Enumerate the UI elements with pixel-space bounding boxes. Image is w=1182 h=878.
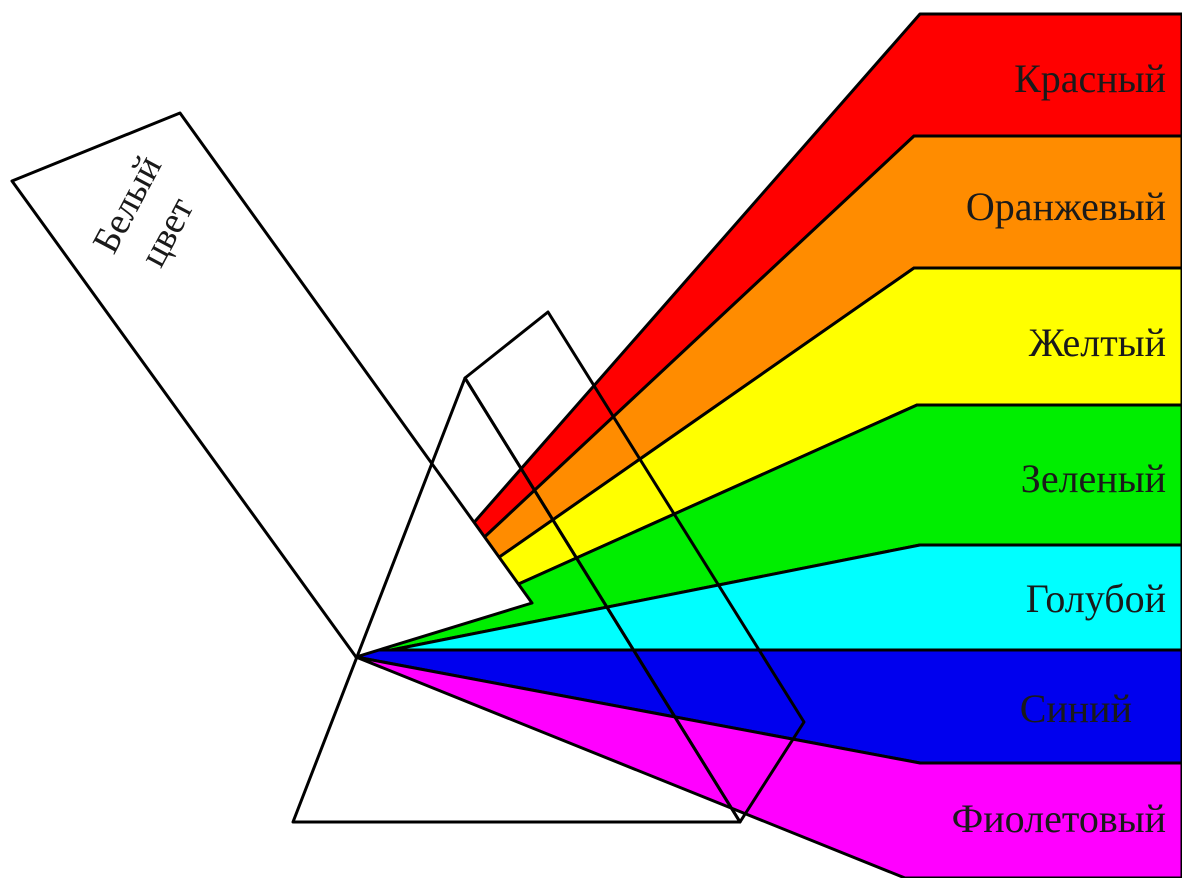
band-label-yellow: Желтый xyxy=(1029,320,1166,365)
band-label-blue: Синий xyxy=(1020,686,1132,731)
band-label-violet: Фиолетовый xyxy=(952,796,1166,841)
band-label-red: Красный xyxy=(1014,56,1166,101)
spectrum-bands xyxy=(356,14,1182,878)
white-light-beam xyxy=(12,113,532,657)
band-label-cyan: Голубой xyxy=(1026,576,1166,621)
band-label-orange: Оранжевый xyxy=(966,184,1166,229)
band-label-green: Зеленый xyxy=(1021,456,1166,501)
